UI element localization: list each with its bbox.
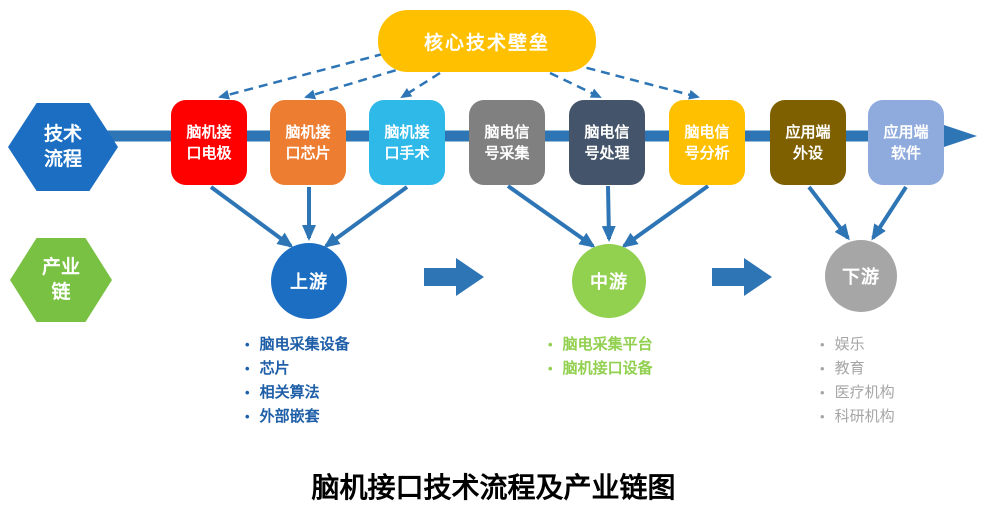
midstream-list: 脑电采集平台脑机接口设备 [548,333,653,381]
list-item: 娱乐 [820,333,895,357]
core-tech-barrier-box: 核心技术壁垒 [378,10,596,72]
list-item: 外部嵌套 [245,405,350,429]
flow-box-bci-surgery: 脑机接 口手术 [369,100,445,185]
flow-box-bci-electrode: 脑机接 口电极 [171,100,247,185]
diagram-title: 脑机接口技术流程及产业链图 [311,473,676,504]
flow-box-bci-chip: 脑机接 口芯片 [270,100,346,185]
flow-box-app-software: 应用端 软件 [868,100,944,185]
list-item: 脑电采集平台 [548,333,653,357]
midstream-to-downstream-arrow [712,258,772,296]
flow-box-signal-analysis: 脑电信 号分析 [669,100,745,185]
list-item: 教育 [820,357,895,381]
flow-box-app-peripherals: 应用端 外设 [770,100,846,185]
list-item: 科研机构 [820,405,895,429]
upstream-to-midstream-arrow [424,258,484,296]
list-item: 相关算法 [245,381,350,405]
midstream-circle: 中游 [572,244,646,318]
flow-box-signal-processing: 脑电信 号处理 [569,100,645,185]
list-item: 芯片 [245,357,350,381]
list-item: 医疗机构 [820,381,895,405]
stage-flow-arrows [424,258,772,296]
list-item: 脑机接口设备 [548,357,653,381]
flow-box-signal-acquisition: 脑电信 号采集 [469,100,545,185]
upstream-circle: 上游 [271,243,347,319]
downstream-circle: 下游 [825,240,897,312]
upstream-list: 脑电采集设备芯片相关算法外部嵌套 [245,333,350,429]
barrier-dashed-connectors [218,48,700,100]
list-item: 脑电采集设备 [245,333,350,357]
box-to-circle-arrows [209,184,908,248]
downstream-list: 娱乐教育医疗机构科研机构 [820,333,895,429]
